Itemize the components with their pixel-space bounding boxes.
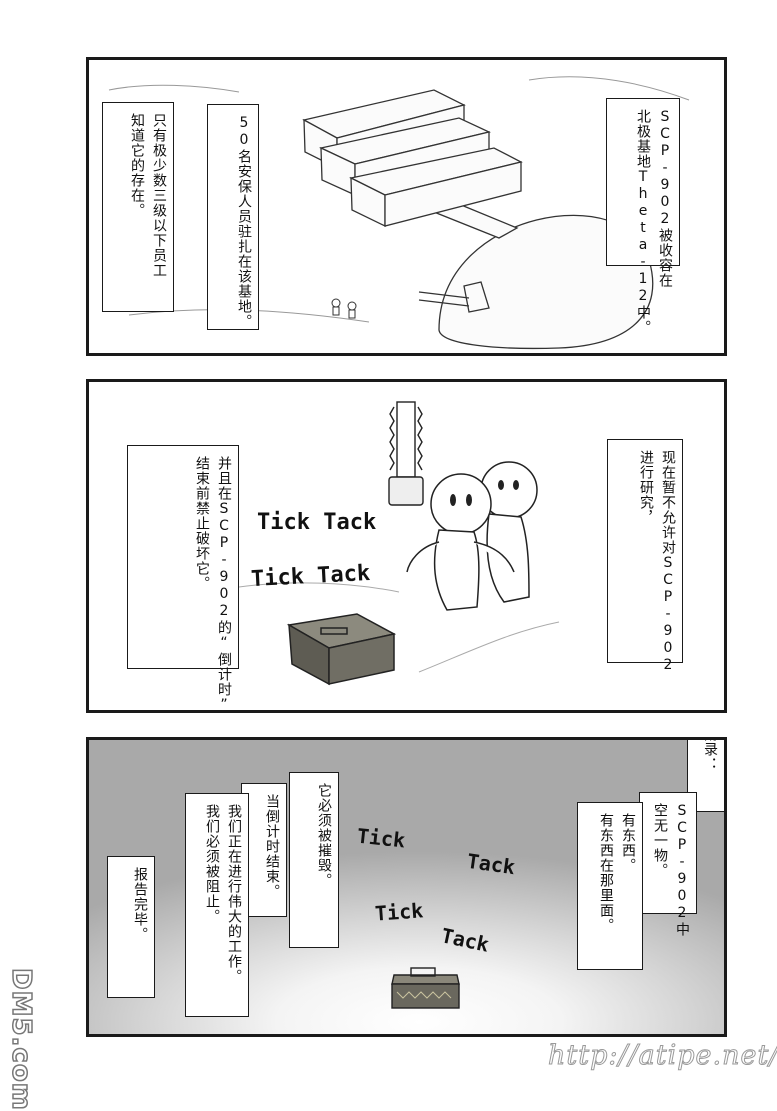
site-logo-watermark: DM5.com xyxy=(5,967,37,1111)
caption-text: SCP-902被收容在 xyxy=(657,109,673,288)
caption-text: 它必须被摧毁。 xyxy=(316,783,332,888)
caption-box: 报告完毕。 xyxy=(107,856,155,998)
caption-text: 有东西。 xyxy=(620,813,636,873)
caption-box: 它必须被摧毁。 xyxy=(289,772,339,948)
sound-effect-text: Tick Tack xyxy=(257,510,377,535)
caption-text: 结束前禁止破坏它。 xyxy=(194,456,210,591)
caption-box: 50名安保人员驻扎在该基地。 xyxy=(207,104,259,330)
panel-arctic-base: 只有极少数三级以下员工 知道它的存在。 50名安保人员驻扎在该基地。 SCP-9… xyxy=(86,57,727,356)
caption-box: 我们正在进行伟大的工作。 我们必须被阻止。 xyxy=(185,793,249,1017)
caption-box: 现在暂不允许对SCP-902 进行研究， xyxy=(607,439,683,674)
caption-text: 我们必须被阻止。 xyxy=(204,804,220,924)
caption-text: 当倒计时结束。 xyxy=(264,794,280,899)
caption-text: 只有极少数三级以下员工 xyxy=(151,113,167,278)
sound-effect-text: Tick xyxy=(355,823,407,853)
panel-countdown-box: Tick Tack Tick Tack 并且在SCP-902的“倒计时” 结束前… xyxy=(86,379,727,713)
caption-text: 进行研究， xyxy=(638,450,654,525)
caption-text: 我们正在进行伟大的工作。 xyxy=(226,804,242,984)
caption-box: SCP-902被收容在 北极基地Theta-12中。 xyxy=(606,98,680,335)
caption-box: 有东西。 有东西在那里面。 xyxy=(577,802,643,970)
panel-appendix: Tick Tack Tick Tack 附录： SCP-902中 空无一物。 有… xyxy=(86,737,727,1037)
caption-text: SCP-902中 xyxy=(674,803,690,937)
arctic-base-illustration xyxy=(108,76,690,350)
caption-text: 空无一物。 xyxy=(652,803,668,878)
caption-text: 附录： xyxy=(702,737,718,772)
caption-text: 50名安保人员驻扎在该基地。 xyxy=(236,115,252,329)
url-watermark: http://atipe.net/ xyxy=(547,1040,777,1072)
caption-text: 知道它的存在。 xyxy=(129,113,145,218)
caption-text: 现在暂不允许对SCP-902 xyxy=(660,450,676,674)
caption-box: 并且在SCP-902的“倒计时” 结束前禁止破坏它。 xyxy=(127,445,239,713)
caption-box: 只有极少数三级以下员工 知道它的存在。 xyxy=(102,102,174,312)
sound-effect-text: Tick xyxy=(374,898,424,926)
caption-text: 报告完毕。 xyxy=(132,867,148,942)
chainsaw-figures-illustration xyxy=(238,401,560,686)
caption-text: 并且在SCP-902的“倒计时” xyxy=(216,456,232,713)
box-in-darkness-illustration xyxy=(391,967,460,1009)
caption-text: 北极基地Theta-12中。 xyxy=(635,109,651,335)
caption-text: 有东西在那里面。 xyxy=(598,813,614,933)
caption-box: SCP-902中 空无一物。 xyxy=(639,792,697,937)
